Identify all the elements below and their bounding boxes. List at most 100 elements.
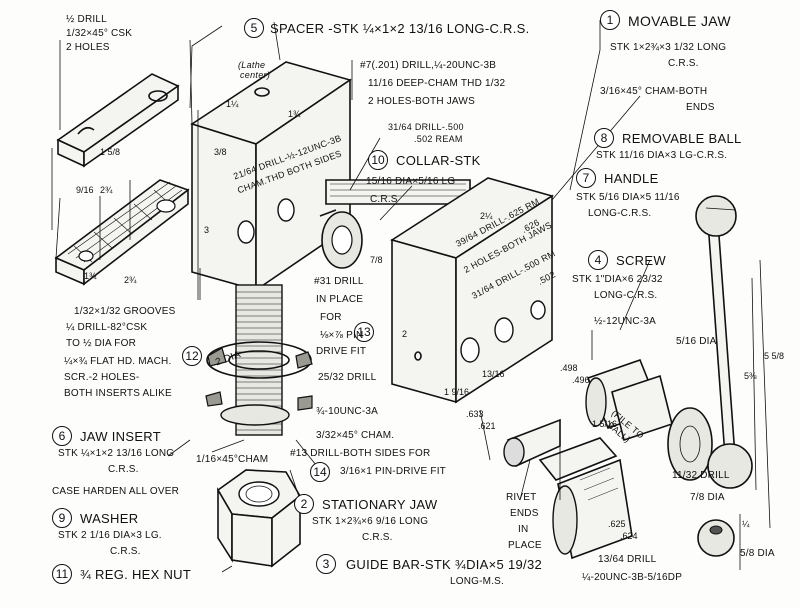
note-csk-dia: TO ½ DIA FOR xyxy=(66,338,137,349)
dim-1-4: ¼ xyxy=(742,519,750,529)
note-scr-holes: SCR.-2 HOLES- xyxy=(64,372,140,383)
note-csk-top: 1/32×45° CSK xyxy=(66,28,133,39)
part-3-title: GUIDE BAR-STK ¾DIA×5 19/32 xyxy=(346,557,543,572)
part-3-balloon: 3 xyxy=(316,554,336,574)
dim-5-3-8: 5⅜ xyxy=(744,371,757,381)
part-10-title: COLLAR-STK xyxy=(396,153,481,168)
note-drill-top: ½ DRILL xyxy=(66,14,107,25)
spacer-part xyxy=(56,73,180,168)
note-no7-holes: 2 HOLES-BOTH JAWS xyxy=(368,96,475,107)
dim-625: .625 xyxy=(608,519,626,529)
note-no7-deep: 11/16 DEEP-CHAM THD 1/32 xyxy=(368,78,506,89)
note-cham-ends: 3/16×45° CHAM-BOTH xyxy=(600,86,708,97)
dim-496: .496 xyxy=(572,375,590,385)
dim-2-3-4b: 2¾ xyxy=(124,275,137,285)
part-10-stock: 15/16 DIA×5/16 LG xyxy=(366,176,456,187)
part-4-balloon: 4 xyxy=(588,250,608,270)
part-9-balloon: 9 xyxy=(52,508,72,528)
handle-part xyxy=(695,195,753,557)
part-6-balloon: 6 xyxy=(52,426,72,446)
part-7-title: HANDLE xyxy=(604,171,659,186)
dim-7-8: 7/8 xyxy=(370,255,383,265)
movable-jaw-part xyxy=(390,177,554,404)
part-12-balloon: 12 xyxy=(182,346,202,366)
part-6-title: JAW INSERT xyxy=(80,429,162,444)
note-rivet: RIVET xyxy=(506,492,537,503)
note-no7-drill: #7(.201) DRILL,¼-20UNC-3B xyxy=(360,60,497,71)
part-8-title: REMOVABLE BALL xyxy=(622,131,742,146)
note-dia-516: 5/16 DIA xyxy=(676,336,717,347)
note-no13-drill: #13 DRILL-BOTH SIDES FOR xyxy=(290,448,431,459)
part-13-balloon: 13 xyxy=(354,322,374,342)
jaw-insert-part xyxy=(54,179,190,286)
part-2-stock: STK 1×2¾×6 9/16 LONG xyxy=(312,516,429,527)
part-1-material: C.R.S. xyxy=(668,58,699,69)
dim-2: 2 xyxy=(402,329,408,339)
part-3-material: LONG-M.S. xyxy=(450,576,505,587)
part-6-material: C.R.S. xyxy=(108,464,139,475)
dim-1-9-16: 1 9/16 xyxy=(444,387,470,397)
part-14-balloon: 14 xyxy=(310,462,330,482)
part-9-material: C.R.S. xyxy=(110,546,141,557)
dim-2-1-4: 2¼ xyxy=(480,211,493,221)
part-2-balloon: 2 xyxy=(294,494,314,514)
washer-part xyxy=(220,404,290,426)
part-6-treatment: CASE HARDEN ALL OVER xyxy=(52,486,180,497)
note-lathe-center: center) xyxy=(240,70,271,80)
part-11-balloon: 11 xyxy=(52,564,72,584)
part-4-stock: STK 1"DIA×6 23/32 xyxy=(572,274,663,285)
note-drill-1364: 13/64 DRILL xyxy=(598,554,657,565)
dim-1-3-4c: 1¾ xyxy=(288,109,301,119)
dim-5-5-8: 5 5/8 xyxy=(764,351,785,361)
note-pin: ⅛×⅞ PIN xyxy=(320,330,364,341)
part-1-balloon: 1 xyxy=(600,10,620,30)
dim-2-3-4: 2¾ xyxy=(100,185,113,195)
part-8-balloon: 8 xyxy=(594,128,614,148)
dim-1-5-8: 1 5/8 xyxy=(100,147,121,157)
dim-1-1-4: 1¼ xyxy=(226,99,239,109)
part-9-title: WASHER xyxy=(80,511,139,526)
part-5-spec: SPACER -STK ¼×1×2 13/16 LONG-C.R.S. xyxy=(270,21,530,36)
leader-lines xyxy=(51,20,771,573)
part-10-balloon: 10 xyxy=(368,150,388,170)
note-rivet-ends: ENDS xyxy=(510,508,539,519)
note-grooves: 1/32×1/32 GROOVES xyxy=(74,306,176,317)
note-pin-drive: 3/16×1 PIN-DRIVE FIT xyxy=(340,466,446,477)
dim-1-3-4: 1¾ xyxy=(84,271,97,281)
dim-3-8: 3/8 xyxy=(214,147,227,157)
part-8-stock: STK 11/16 DIA×3 LG-C.R.S. xyxy=(596,150,728,161)
dim-633: .633 xyxy=(466,409,484,419)
note-rivet-in: IN xyxy=(518,524,529,535)
note-flat-hd: ¼×¾ FLAT HD. MACH. xyxy=(64,356,172,367)
dim-1-5-16: 1 5/16 xyxy=(592,419,618,429)
note-dia-58: 5/8 DIA xyxy=(740,548,775,559)
collar-part xyxy=(319,209,363,269)
dim-13-16: 13/16 xyxy=(482,369,505,379)
note-cham-32: 3/32×45° CHAM. xyxy=(316,430,395,441)
note-dia-78: 7/8 DIA xyxy=(690,492,725,503)
hex-nut-part xyxy=(216,469,302,568)
part-9-stock: STK 2 1/16 DIA×3 LG. xyxy=(58,530,162,541)
part-2-title: STATIONARY JAW xyxy=(322,497,438,512)
part-11-title: ¾ REG. HEX NUT xyxy=(80,567,192,582)
part-6-stock: STK ¼×1×2 13/16 LONG xyxy=(58,448,175,459)
dim-624: .624 xyxy=(620,531,638,541)
note-unc-12: ½-12UNC-3A xyxy=(594,316,657,327)
note-drive-fit: DRIVE FIT xyxy=(316,346,367,357)
note-drill-25: 25/32 DRILL xyxy=(318,372,377,383)
part-4-material: LONG-C.R.S. xyxy=(594,290,658,301)
part-1-title: MOVABLE JAW xyxy=(628,13,731,29)
note-ream: .502 REAM xyxy=(414,134,463,144)
part-7-stock: STK 5/16 DIA×5 11/16 xyxy=(576,192,680,203)
note-no31-drill: #31 DRILL xyxy=(314,276,364,287)
dim-9-16: 9/16 xyxy=(76,185,94,195)
part-5-balloon: 5 xyxy=(244,18,264,38)
note-drill-1132: 11/32 DRILL xyxy=(672,470,730,481)
note-lathe: (Lathe xyxy=(238,60,266,70)
part-10-material: C.R.S xyxy=(370,194,398,205)
note-no31-for: FOR xyxy=(320,312,342,323)
dim-621: .621 xyxy=(478,421,496,431)
note-no31-place: IN PLACE xyxy=(316,294,364,305)
